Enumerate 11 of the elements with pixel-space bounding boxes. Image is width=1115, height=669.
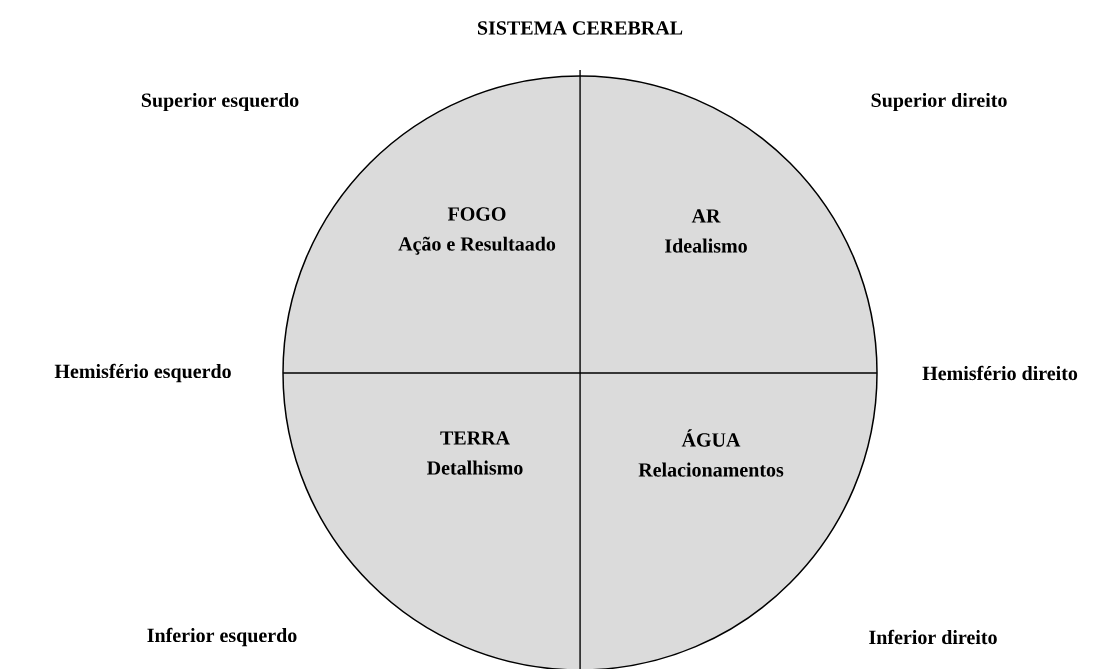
quadrant-text: FOGO Ação e Resultaado xyxy=(398,207,556,255)
quadrant-text: TERRA Detalhismo xyxy=(427,431,523,475)
title: SISTEMA CEREBRAL xyxy=(478,21,683,35)
region-label: Inferior esquerdo xyxy=(147,627,297,647)
region-label: Superior esquerdo xyxy=(141,92,299,112)
region-label: Inferior direito xyxy=(869,629,997,645)
region-label: Hemisfério esquerdo xyxy=(54,363,231,383)
quadrant-text: ÁGUA Relacionamentos xyxy=(638,429,784,477)
region-label: Superior direito xyxy=(871,92,1007,112)
quadrant-text: AR Idealismo xyxy=(665,209,747,253)
region-label: Hemisfério direito xyxy=(922,365,1078,381)
